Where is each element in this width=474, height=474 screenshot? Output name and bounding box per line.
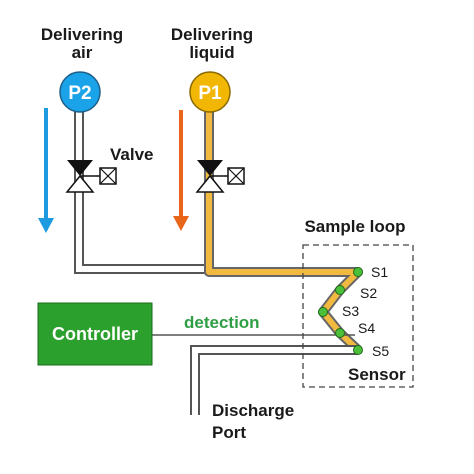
discharge-label-line1: Discharge [212, 401, 294, 420]
sensor-label: Sensor [348, 365, 406, 384]
sensor-label-s3: S3 [342, 303, 359, 319]
discharge-pipe [190, 345, 358, 415]
sensor-label-s4: S4 [358, 320, 375, 336]
sensor-label-s1: S1 [371, 264, 388, 280]
liquid-valve-icon [195, 160, 245, 193]
liquid-label-line2: liquid [189, 43, 234, 62]
sensor-dot-s1 [353, 267, 363, 277]
sensor-dot-s2 [335, 285, 345, 295]
air-pipe [74, 100, 207, 274]
pump-p1: P1 [189, 71, 231, 113]
sensor-dot-s5 [353, 345, 363, 355]
sample-loop-box [302, 244, 414, 388]
liquid-label-line1: Delivering [171, 25, 253, 44]
pump-p2: P2 [59, 71, 101, 113]
air-label-line2: air [72, 43, 93, 62]
sample-loop-label: Sample loop [304, 217, 405, 236]
detection-label: detection [184, 313, 260, 332]
pump-p1-label: P1 [198, 83, 222, 104]
discharge-label-line2: Port [212, 423, 246, 442]
air-flow-arrow [38, 108, 54, 233]
sensor-label-s2: S2 [360, 285, 377, 301]
sensor-label-s5: S5 [372, 343, 389, 359]
controller-label: Controller [52, 324, 138, 344]
air-label-line1: Delivering [41, 25, 123, 44]
sensor-dot-s4 [335, 328, 345, 338]
controller-box [37, 302, 153, 366]
valve-label: Valve [110, 145, 154, 164]
pump-p2-label: P2 [68, 83, 91, 104]
air-valve-icon [65, 160, 117, 193]
pump-p2-body [59, 71, 101, 113]
liquid-flow-arrow [173, 110, 189, 231]
pump-p1-body [189, 71, 231, 113]
sensor-dot-s3 [318, 307, 328, 317]
